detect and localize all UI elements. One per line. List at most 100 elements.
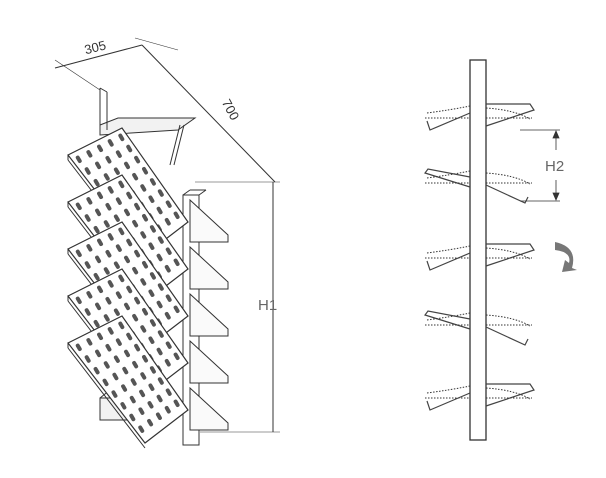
panel-slot	[134, 202, 141, 211]
panel-slot	[126, 144, 133, 153]
panel-slot	[107, 327, 114, 335]
panel-slot	[149, 366, 156, 374]
panel-slot	[84, 167, 91, 175]
isometric-view: 305 700 H1	[54, 37, 280, 449]
panel-slot	[173, 352, 180, 361]
panel-slot	[140, 231, 147, 239]
panel-slot	[149, 319, 156, 327]
panel-slot	[112, 372, 119, 381]
panel-slot	[157, 330, 164, 338]
panel-slot	[107, 186, 114, 194]
panel-slot	[149, 272, 156, 280]
dimension-h2: H2	[520, 129, 564, 202]
panel-slot	[173, 211, 180, 220]
panel-slot	[115, 291, 122, 299]
panel-slot	[148, 383, 155, 391]
spacing-label: H2	[545, 158, 564, 175]
panel-slot	[165, 341, 172, 349]
panel-slot	[165, 200, 172, 208]
side-post	[469, 59, 487, 441]
panel-slot	[130, 378, 137, 386]
panel-slot	[105, 203, 112, 211]
panel-slot	[156, 300, 163, 309]
panel-slot	[95, 302, 102, 311]
panel-slot	[122, 366, 129, 375]
panel-slot	[139, 389, 146, 398]
panel-slot	[84, 214, 91, 222]
panel-slot	[156, 206, 163, 215]
side-louver	[424, 310, 532, 346]
panel-slot	[105, 344, 112, 352]
panel-slot	[155, 412, 162, 420]
panel-slot	[115, 197, 122, 205]
panel-slot	[75, 343, 82, 352]
panel-slot	[97, 191, 104, 200]
panel-slot	[115, 244, 122, 252]
panel-slot	[147, 418, 154, 427]
panel-slot	[164, 265, 171, 273]
panel-slot	[103, 220, 110, 228]
panel-slot	[75, 296, 82, 305]
panel-slot	[142, 167, 149, 175]
panel-slot	[113, 214, 120, 222]
dimension-305: 305	[54, 37, 179, 91]
panel-slot	[142, 308, 149, 316]
panel-slot	[134, 296, 141, 305]
panel-slot	[102, 378, 109, 387]
side-louver	[425, 103, 535, 131]
panel-slot	[123, 161, 130, 170]
panel-slot	[121, 384, 128, 392]
panel-slot	[103, 314, 110, 322]
panel-slot	[140, 184, 147, 192]
dimension-700: 700	[141, 44, 280, 183]
panel-slot	[164, 312, 171, 320]
height-label: H1	[258, 297, 277, 314]
panel-slot	[149, 225, 156, 233]
panel-slot	[157, 283, 164, 291]
rotate-arrow-icon	[555, 242, 577, 272]
panel-slot	[84, 355, 91, 363]
panel-slot	[115, 338, 122, 346]
panel-slot	[140, 325, 147, 333]
panel-slot	[75, 155, 82, 164]
panel-slot	[148, 336, 155, 344]
panel-slot	[126, 191, 133, 200]
panel-slot	[132, 219, 139, 228]
panel-slot	[123, 349, 130, 358]
panel-slot	[105, 250, 112, 258]
panel-slot	[148, 289, 155, 297]
panel-slot	[123, 208, 130, 217]
panel-slot	[120, 402, 127, 410]
panel-slot	[95, 255, 102, 264]
panel-slot	[93, 366, 100, 375]
panel-slot	[142, 355, 149, 363]
panel-slot	[103, 267, 110, 275]
side-louver	[425, 383, 535, 411]
panel-slot	[118, 180, 125, 189]
panel-slot	[157, 189, 164, 197]
panel-slot	[97, 144, 104, 153]
panel-slot	[115, 150, 122, 158]
panel-slot	[126, 332, 133, 341]
panel-slot	[156, 347, 163, 356]
panel-slot	[95, 161, 102, 170]
panel-slot	[142, 214, 149, 222]
panel-slot	[164, 359, 171, 367]
panel-slot	[123, 255, 130, 264]
panel-slot	[111, 390, 118, 398]
panel-slot	[107, 280, 114, 288]
louver-panel	[67, 315, 229, 449]
panel-slot	[132, 313, 139, 322]
dimension-h1: H1	[200, 182, 280, 433]
panel-slot	[129, 413, 136, 422]
panel-slot	[103, 361, 110, 369]
panel-slot	[97, 332, 104, 341]
panel-slot	[95, 349, 102, 358]
panel-slot	[173, 305, 180, 314]
panel-slot	[149, 178, 156, 186]
panel-slot	[118, 321, 125, 330]
panel-slot	[103, 173, 110, 181]
width-label: 305	[83, 37, 108, 57]
panel-slot	[118, 227, 125, 236]
panel-slot	[165, 294, 172, 302]
